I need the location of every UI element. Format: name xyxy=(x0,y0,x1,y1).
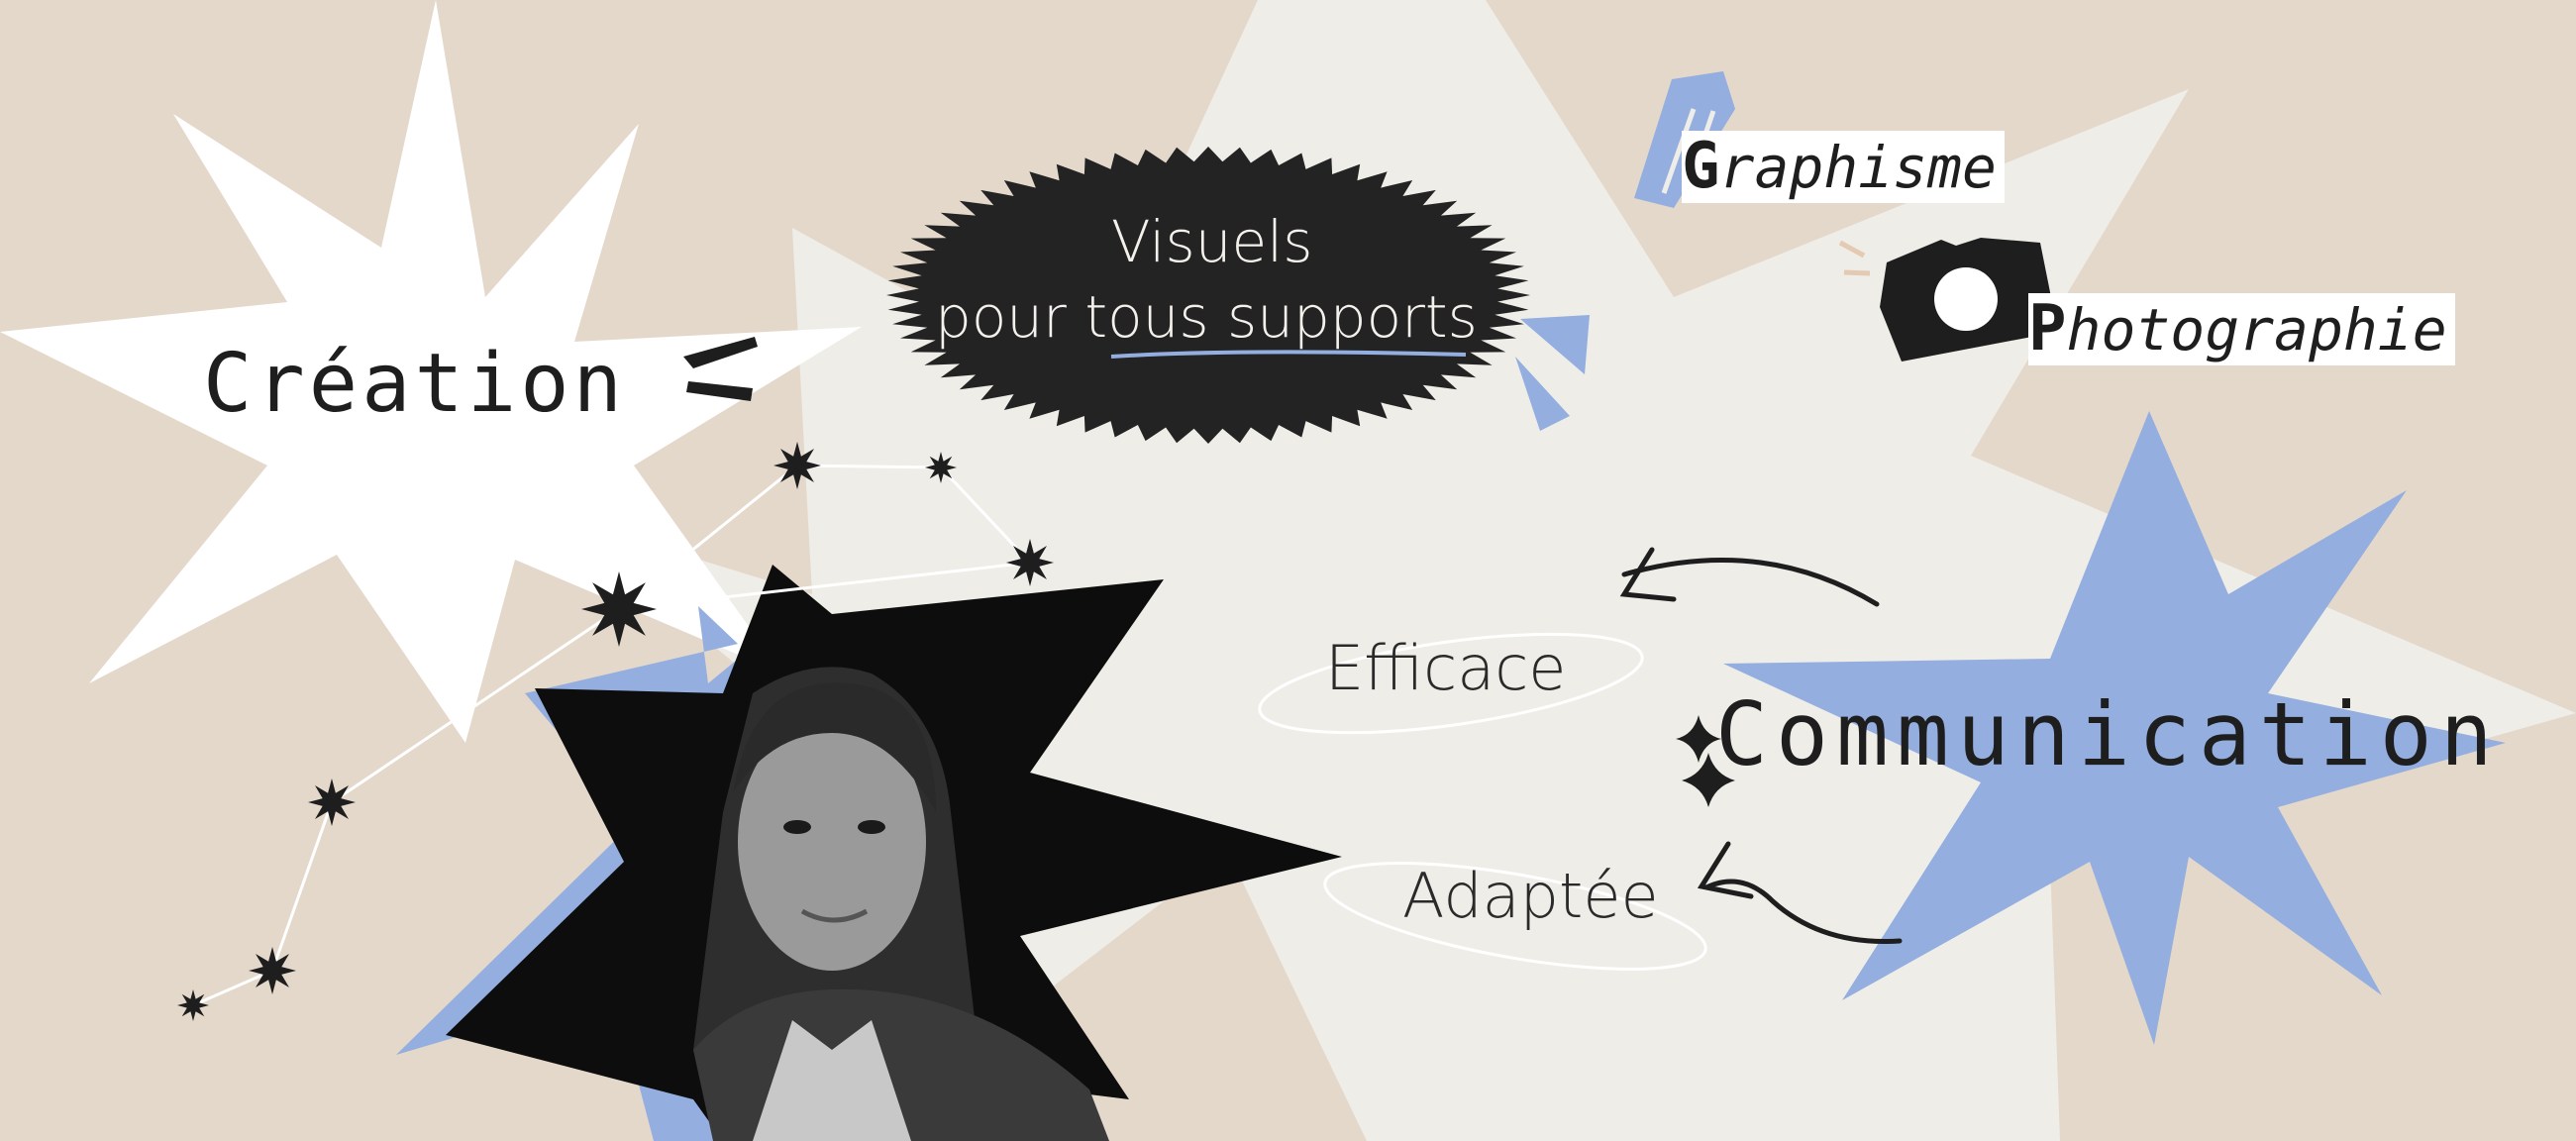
arrow-icon xyxy=(1697,841,1903,944)
blue-shard-shape xyxy=(1515,357,1570,431)
portrait-photo xyxy=(693,667,1109,1141)
adaptee-ellipse xyxy=(1323,862,1707,971)
constellation-star-icon xyxy=(249,947,296,994)
badge-underline xyxy=(1110,350,1467,359)
graphisme-tag: Graphisme xyxy=(1682,131,2005,203)
communication-title: Communication xyxy=(1715,683,2501,785)
arrow-icon xyxy=(1619,547,1880,607)
badge-line2-part1: pour xyxy=(935,283,1085,351)
sparkle-icon xyxy=(1676,715,1735,807)
creation-title: Création xyxy=(203,337,626,431)
accent-strokes xyxy=(683,337,758,401)
camera-icon xyxy=(1838,238,2058,362)
constellation-star-icon xyxy=(1006,539,1054,586)
constellation xyxy=(177,442,1054,1021)
photographie-tag: Photographie xyxy=(2028,293,2455,365)
constellation-star-icon xyxy=(308,778,356,826)
constellation-star-icon xyxy=(581,571,657,647)
badge-shape xyxy=(886,147,1530,444)
constellation-star-icon xyxy=(177,989,209,1021)
blue-burst-shape xyxy=(1723,411,2506,1045)
constellation-star-icon xyxy=(925,452,957,483)
constellation-star-icon xyxy=(773,442,821,489)
badge-line2-part2: tous supports xyxy=(1084,283,1478,351)
blue-shard-shape xyxy=(1520,315,1590,374)
badge-line2: pour tous supports xyxy=(935,283,1478,351)
graphisme-rest: raphisme xyxy=(1719,134,1997,201)
photographie-rest: hotographie xyxy=(2066,296,2447,363)
badge-line1: Visuels xyxy=(1111,208,1313,275)
adaptee-label: Adaptée xyxy=(1402,860,1659,932)
efficace-ellipse xyxy=(1258,632,1644,735)
photographie-initial: P xyxy=(2028,292,2067,365)
white-burst-shape xyxy=(0,0,862,743)
graphisme-initial: G xyxy=(1682,130,1720,203)
efficace-label: Efficace xyxy=(1325,632,1567,704)
